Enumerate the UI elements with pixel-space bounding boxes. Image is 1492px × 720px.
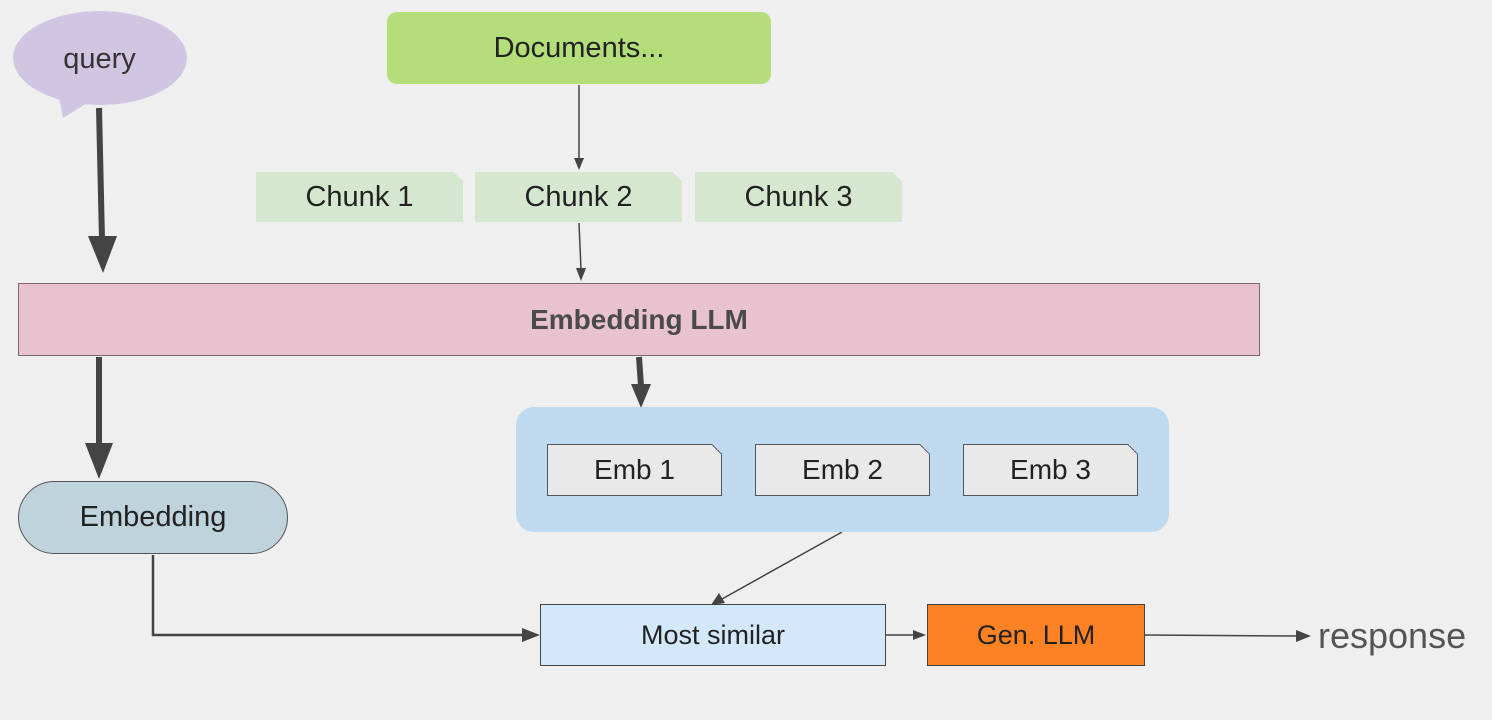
query-to-embedding-llm-arrow bbox=[88, 107, 117, 273]
embeddings-to-most-similar-arrow bbox=[711, 531, 843, 605]
response-label: response bbox=[1318, 615, 1467, 656]
emb-2-node: Emb 2 bbox=[755, 444, 930, 496]
chunk-2-node: Chunk 2 bbox=[475, 172, 682, 222]
chunk-1-node: Chunk 1 bbox=[256, 172, 463, 222]
chunk-3-node: Chunk 3 bbox=[695, 172, 902, 222]
emb-1-node: Emb 1 bbox=[547, 444, 722, 496]
query-embedding-to-most-similar-arrow bbox=[151, 555, 540, 642]
gen-llm-node: Gen. LLM bbox=[927, 604, 1145, 666]
gen-llm-to-response-arrow bbox=[1144, 630, 1311, 642]
embedding-llm-to-embeddings-arrow bbox=[631, 356, 651, 408]
documents-node: Documents... bbox=[387, 12, 771, 84]
embedding-llm-to-query-embedding-arrow bbox=[85, 357, 113, 479]
documents-to-chunk-arrow bbox=[574, 85, 584, 170]
most-similar-node: Most similar bbox=[540, 604, 886, 666]
most-similar-to-gen-llm-arrow bbox=[886, 630, 926, 640]
emb-3-node: Emb 3 bbox=[963, 444, 1138, 496]
query-bubble-shape bbox=[13, 11, 187, 118]
query-embedding-node: Embedding bbox=[18, 481, 288, 554]
query-label: query bbox=[63, 42, 136, 75]
embedding-llm-node: Embedding LLM bbox=[18, 283, 1260, 356]
chunk-to-embedding-llm-arrow bbox=[576, 222, 586, 281]
